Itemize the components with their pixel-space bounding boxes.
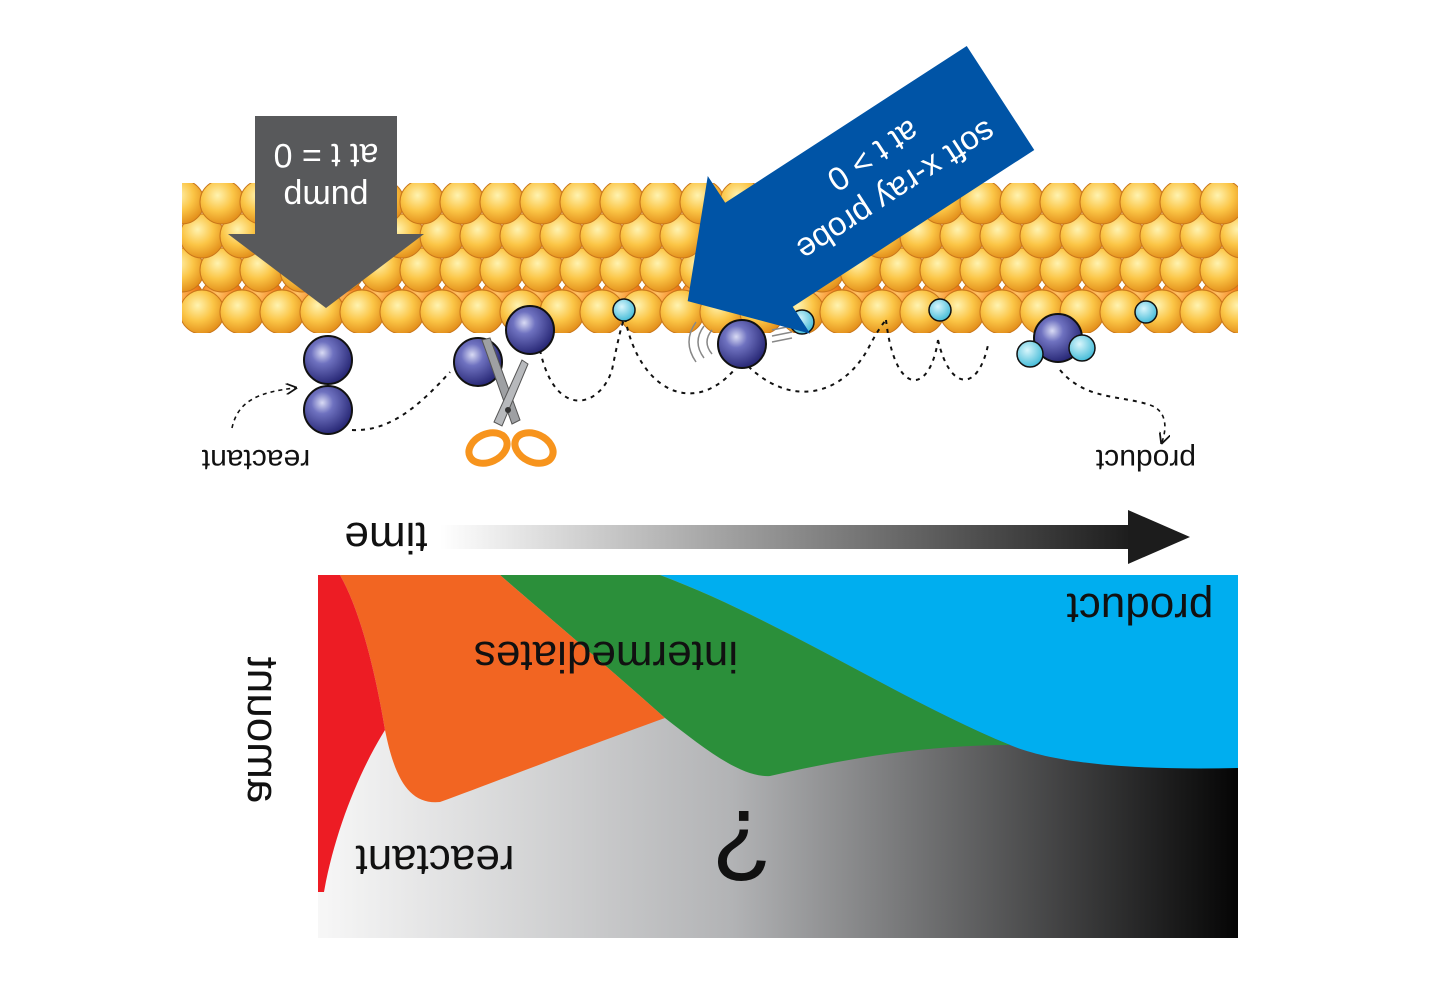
surface-atom [419, 289, 465, 333]
surface-atom [459, 289, 505, 333]
pump-time-label: at t = 0 [274, 136, 379, 174]
product-region-label: product [1067, 584, 1214, 633]
surface-atom [219, 289, 265, 333]
surface-atom [1039, 183, 1085, 225]
unknown-label: ? [714, 789, 770, 901]
surface-atom [1199, 247, 1238, 293]
surface-atom [339, 289, 385, 333]
reactant-region-label: reactant [356, 836, 515, 885]
reactant-label: reactant [201, 443, 310, 476]
pump-arrow: pump at t = 0 [228, 116, 424, 308]
surface-atom [819, 289, 865, 333]
late-intermediates-region [500, 575, 1010, 777]
surface-atom [259, 289, 305, 333]
surface-atom [439, 183, 485, 225]
reactant-molecule [303, 335, 353, 435]
surface-atom [859, 289, 905, 333]
surface-atom [399, 183, 445, 225]
reactant-region [318, 575, 385, 892]
surface-atom [979, 289, 1025, 333]
surface-adatoms [612, 298, 1158, 324]
surface-atom [1219, 213, 1238, 259]
reactant-pointer [231, 388, 295, 429]
surface-atom [999, 183, 1045, 225]
surface-atom [1159, 183, 1205, 225]
surface-atom [1199, 183, 1238, 225]
vibrating-atom [688, 309, 815, 369]
surface-atom [199, 183, 245, 225]
product-molecule [1016, 313, 1096, 368]
surface-atom [1219, 289, 1238, 333]
surface-atom [379, 289, 425, 333]
surface-atom [559, 183, 605, 225]
surface-atom [1079, 183, 1125, 225]
surface-atom [1119, 183, 1165, 225]
product-region [318, 575, 1238, 769]
product-label: product [1095, 443, 1196, 476]
surface-atom [599, 183, 645, 225]
surface-atom [182, 289, 225, 333]
surface-atom [182, 183, 205, 225]
reaction-trajectory [351, 317, 1151, 432]
surface-atom [519, 183, 565, 225]
amount-plot [318, 575, 1238, 938]
intermediates-label: intermediates [474, 632, 738, 681]
surface-atom [639, 183, 685, 225]
time-arrow [440, 510, 1190, 564]
early-intermediates-region [340, 575, 665, 803]
surface-atom [479, 183, 525, 225]
amount-axis-label: amount [238, 657, 287, 804]
product-pointer [1149, 404, 1165, 442]
scissors-icon [465, 337, 557, 467]
pump-label: pump [283, 178, 368, 216]
surface-atom [1179, 289, 1225, 333]
time-label: time [344, 513, 427, 562]
